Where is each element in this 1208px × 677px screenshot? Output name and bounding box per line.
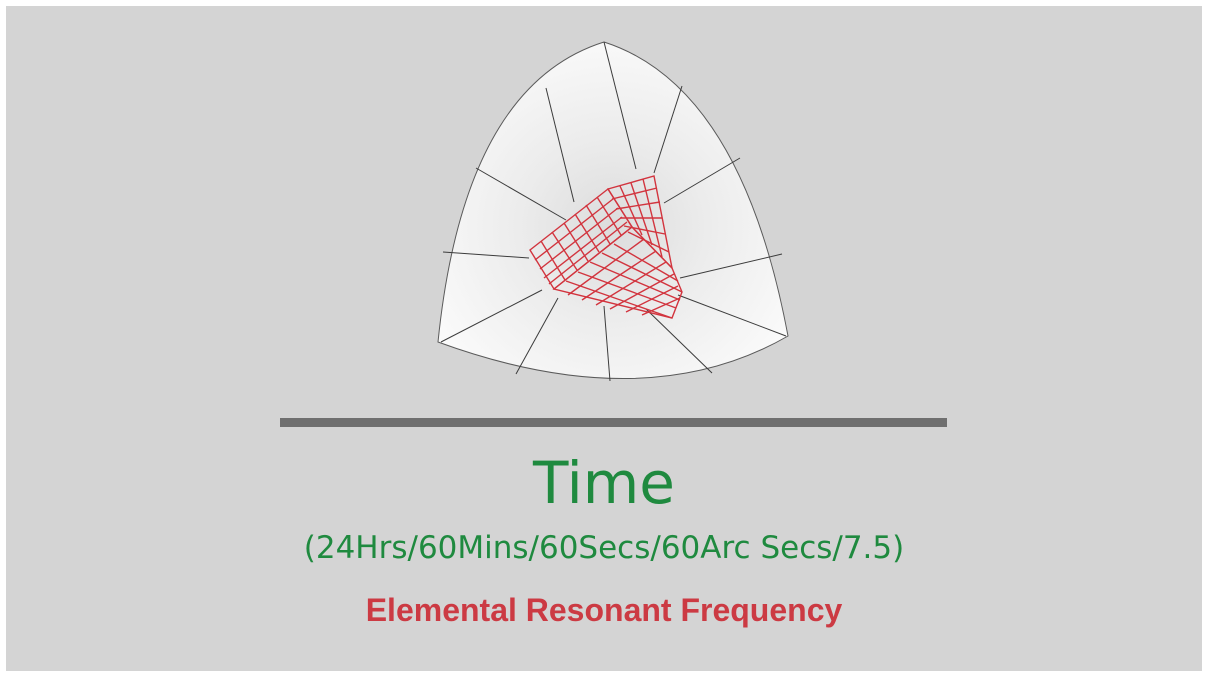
caption-elemental-resonant-frequency: Elemental Resonant Frequency — [365, 592, 843, 628]
cube-grid — [529, 175, 683, 319]
title-time: Time — [533, 449, 675, 517]
slide-panel: Time (24Hrs/60Mins/60Secs/60Arc Secs/7.5… — [6, 6, 1202, 671]
horizontal-divider — [280, 418, 947, 427]
reuleaux-cube-figure — [437, 41, 789, 382]
shell-dividers — [440, 41, 787, 382]
subtitle-time-ratio: (24Hrs/60Mins/60Secs/60Arc Secs/7.5) — [303, 530, 905, 566]
reuleaux-shell — [437, 41, 789, 379]
